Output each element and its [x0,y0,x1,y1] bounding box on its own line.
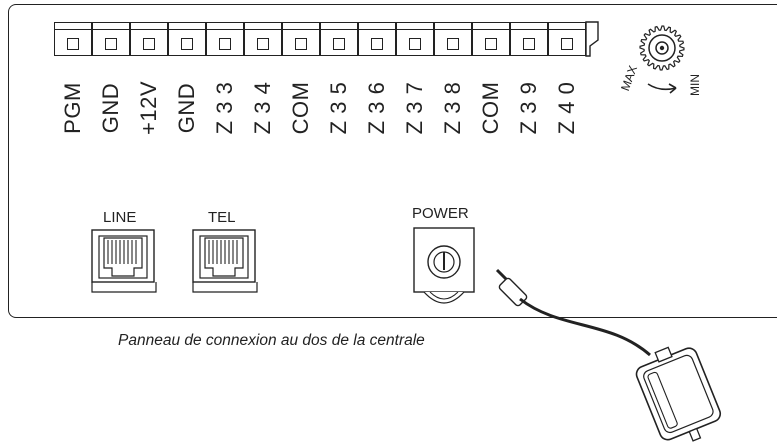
terminal-screw-slot [333,38,345,50]
terminal-10 [396,22,434,56]
terminal-screw-slot [447,38,459,50]
terminal-13 [510,22,548,56]
power-socket [413,227,475,304]
terminal-screw-slot [143,38,155,50]
terminal-screw-slot [371,38,383,50]
terminal-ridge [435,29,471,30]
terminal-ridge [55,29,91,30]
terminal-ridge [283,29,319,30]
terminal-block-end-cap [585,21,599,57]
terminal-screw-slot [181,38,193,50]
terminal-ridge [511,29,547,30]
terminal-screw-slot [523,38,535,50]
terminal-screw-slot [67,38,79,50]
terminal-screw-slot [409,38,421,50]
terminal-ridge [245,29,281,30]
terminal-14 [548,22,586,56]
terminal-ridge [473,29,509,30]
terminal-ridge [321,29,357,30]
line-jack [91,229,157,293]
terminal-ridge [93,29,129,30]
terminal-5 [206,22,244,56]
terminal-ridge [549,29,585,30]
terminal-12 [472,22,510,56]
terminal-6 [244,22,282,56]
knob-rotation-arrow [647,83,677,91]
terminal-screw-slot [219,38,231,50]
terminal-screw-slot [105,38,117,50]
terminal-4 [168,22,206,56]
terminal-7 [282,22,320,56]
terminal-9 [358,22,396,56]
terminal-8 [320,22,358,56]
terminal-ridge [131,29,167,30]
power-plug [495,268,651,357]
wall-adapter [635,346,722,442]
terminal-2 [92,22,130,56]
terminal-screw-slot [295,38,307,50]
terminal-ridge [169,29,205,30]
tel-jack [192,229,258,293]
terminal-screw-slot [257,38,269,50]
terminal-3 [130,22,168,56]
terminal-ridge [359,29,395,30]
terminal-11 [434,22,472,56]
back-panel-outline [8,4,777,318]
terminal-ridge [207,29,243,30]
line-jack-label: LINE [103,209,137,226]
terminal-ridge [397,29,433,30]
tel-jack-label: TEL [208,209,236,226]
terminal-screw-slot [485,38,497,50]
terminal-1 [54,22,92,56]
knob-min-label: MIN [688,74,702,96]
terminal-block [54,22,586,56]
diagram-caption: Panneau de connexion au dos de la centra… [118,332,425,349]
terminal-screw-slot [561,38,573,50]
adjust-knob [639,25,685,71]
power-label: POWER [412,205,469,222]
